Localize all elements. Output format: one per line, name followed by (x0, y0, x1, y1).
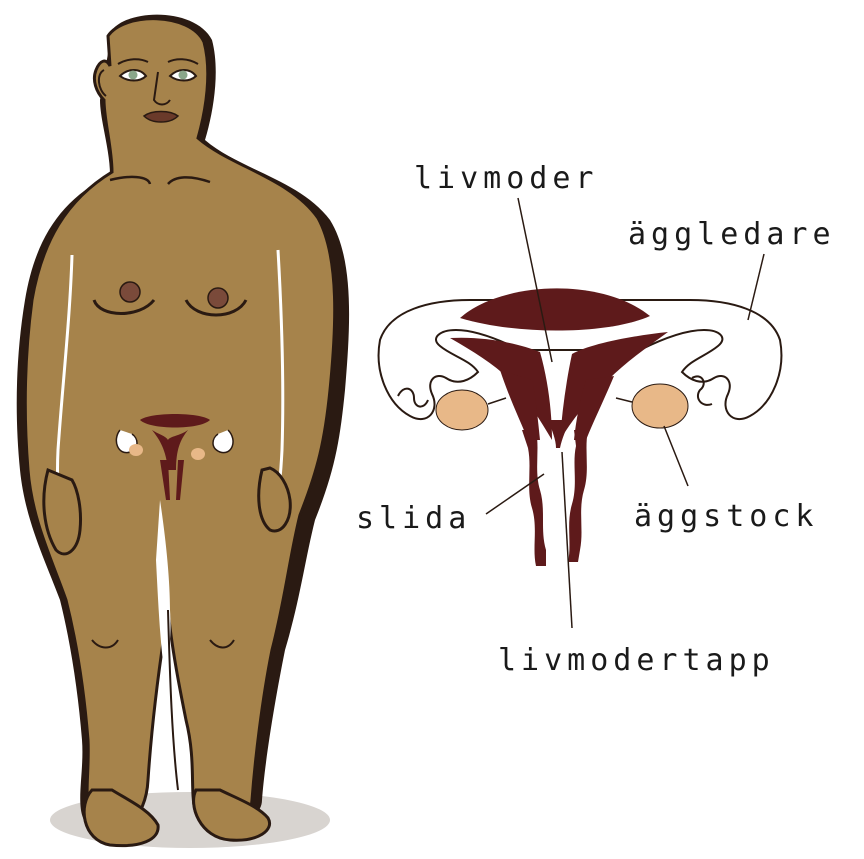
ovary-ligaments (488, 398, 632, 404)
right-iris (179, 71, 188, 80)
ovary-right (632, 384, 688, 428)
mouth (144, 112, 178, 123)
label-livmodertapp: livmodertapp (498, 643, 775, 678)
leader-aggstock (664, 426, 688, 486)
left-iris (129, 71, 138, 80)
female-body-figure (17, 15, 349, 848)
label-slida: slida (356, 501, 471, 536)
label-aggledare: äggledare (628, 217, 836, 252)
vagina-wall-right (568, 430, 588, 562)
label-aggstock: äggstock (634, 499, 819, 534)
ovary-left (436, 390, 488, 430)
leader-aggledare (748, 254, 764, 320)
uterus-fundus (460, 288, 650, 330)
label-livmoder: livmoder (414, 161, 599, 196)
right-nipple (208, 288, 228, 308)
left-nipple (120, 282, 140, 302)
uterus-diagram (379, 198, 782, 628)
vagina-wall-left (522, 430, 546, 566)
